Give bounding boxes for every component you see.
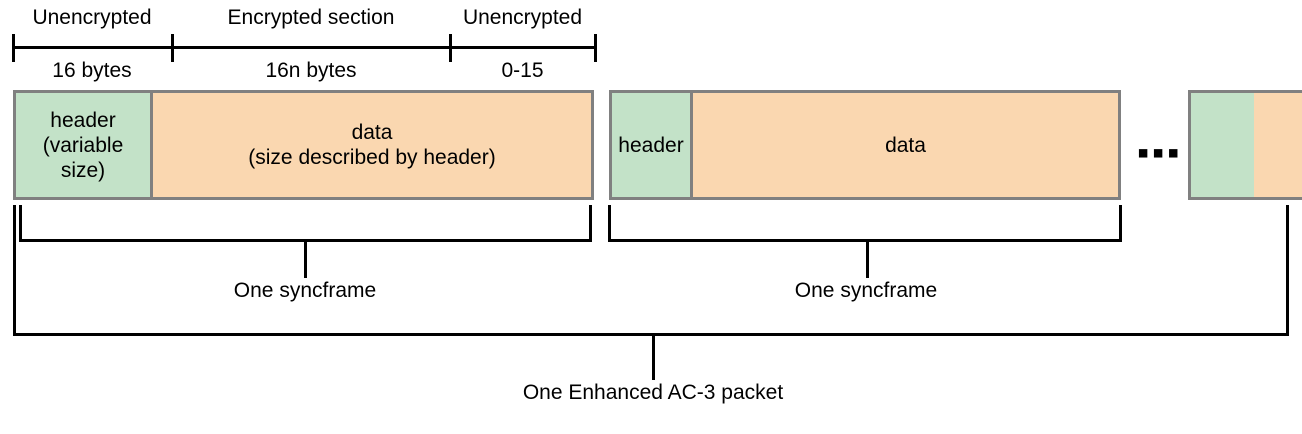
packet-bracket-right-arm [1286,205,1289,336]
syncframe-1-data-line-0: data [351,121,393,144]
syncframe-2-bracket-left-arm [608,205,611,242]
scale-segment-0-top-label: Unencrypted [32,6,152,29]
syncframe-2-bracket-bar [608,239,1122,242]
syncframe-1-header-line-2: size) [60,158,106,182]
syncframe-2-bracket-right-arm [1119,205,1122,242]
syncframe-1-header-segment: header (variable size) [16,93,150,197]
scale-segment-1-top-label: Encrypted section [227,6,395,29]
packet-bracket-bar [13,333,1289,336]
syncframe-1-bracket-left-arm [19,205,22,242]
syncframe-1-header-line-0: header [50,108,116,132]
ellipsis-continuation: ▪▪▪ [1137,134,1183,172]
syncframe-1-bracket-label: One syncframe [233,279,377,302]
scale-tick-1 [171,34,174,62]
scale-tick-0 [12,34,15,62]
packet-bracket-stem [652,333,655,380]
syncframe-2-bracket-stem [866,239,869,278]
syncframe-2-header-line-0: header [618,133,684,157]
syncframe-1-bracket-right-arm [589,205,592,242]
scale-segment-1-bottom-label: 16n bytes [265,59,357,82]
syncframe-3-data-segment [1254,93,1302,197]
syncframe-block-3-partial [1188,90,1302,200]
syncframe-block-2: header data [609,90,1121,200]
scale-segment-2-top-label: Unencrypted [462,6,583,29]
syncframe-1-data-line-1: (size described by header) [248,146,496,169]
packet-bracket-label: One Enhanced AC-3 packet [522,381,784,404]
scale-tick-3 [594,34,597,62]
syncframe-2-bracket-label: One syncframe [794,279,938,302]
syncframe-3-header-segment [1191,93,1254,197]
syncframe-block-1: header (variable size) data (size descri… [13,90,594,200]
scale-tick-2 [449,34,452,62]
syncframe-1-bracket-stem [304,239,307,278]
syncframe-2-header-segment: header [612,93,690,197]
scale-segment-2-bottom-label: 0-15 [501,59,544,82]
syncframe-1-data-segment: data (size described by header) [150,93,591,197]
syncframe-1-header-line-1: (variable [42,133,124,157]
syncframe-2-data-line-0: data [885,133,926,157]
syncframe-2-data-segment: data [690,93,1118,197]
scale-segment-0-bottom-label: 16 bytes [52,59,132,82]
scale-baseline [12,46,597,49]
packet-bracket-left-arm [13,205,16,336]
